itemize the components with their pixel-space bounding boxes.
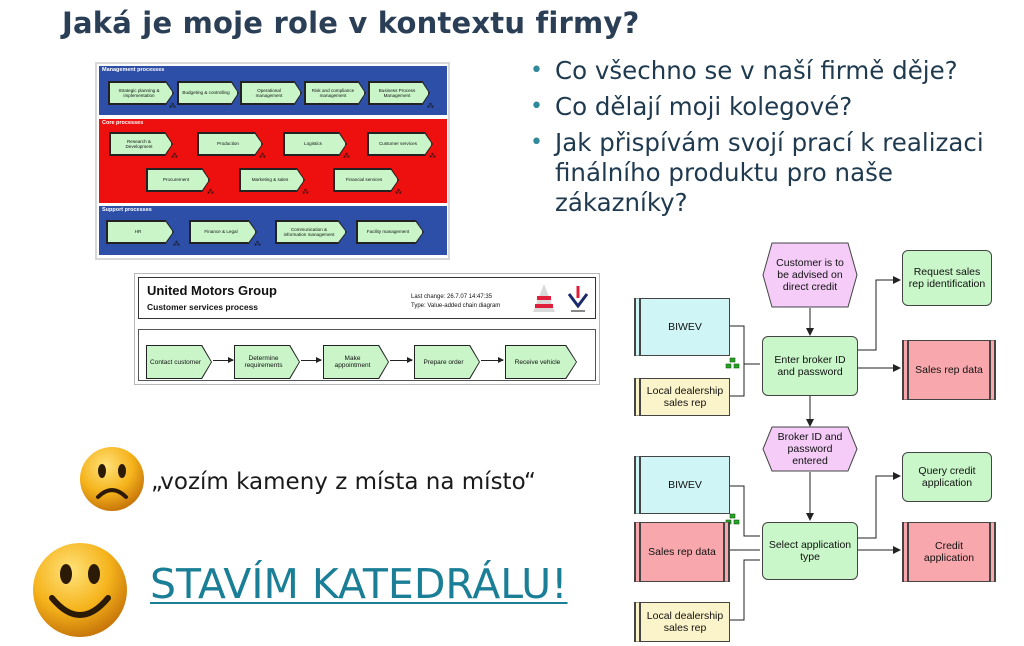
epc-connectors	[725, 276, 901, 621]
process-research-development: Research & Development	[110, 133, 172, 155]
system-biwev: BIWEV	[634, 298, 730, 356]
role-sales-rep-data: Sales rep data	[902, 340, 996, 400]
process-strategic-planning: Strategic planning & implementation	[109, 82, 173, 104]
function-query-credit: Query credit application	[902, 452, 992, 502]
company-logo-icon	[533, 284, 555, 312]
role-credit-application: Credit application	[902, 522, 996, 582]
vacd-step: Contact customer	[147, 346, 211, 378]
bullet-dot-icon: •	[530, 130, 543, 155]
support-band-title: Support processes	[102, 207, 152, 213]
bullet-text: Jak přispívám svojí prací k realizaci fi…	[555, 128, 984, 217]
vacd-step: Make appointment	[324, 346, 388, 378]
vacd-step: Determine requirements	[235, 346, 299, 378]
process-marketing-sales: Marketing & sales	[240, 169, 304, 191]
bullet-item: • Co dělají moji kolegové?	[530, 92, 1020, 122]
bullet-item: • Co všechno se v naší firmě děje?	[530, 56, 1020, 86]
event-customer-advised: Customer is to be advised on direct cred…	[776, 257, 844, 293]
assignment-icon: ⁂	[169, 103, 176, 110]
value-added-chain-diagram: United Motors Group Customer services pr…	[134, 273, 600, 385]
event-shape	[762, 426, 858, 472]
last-change-text: Last change: 26.7.07 14:47:35	[411, 294, 493, 300]
bullet-dot-icon: •	[530, 58, 543, 83]
process-production: Production	[198, 133, 262, 155]
process-customer-services: Customer services	[368, 133, 432, 155]
sad-face-icon	[80, 447, 144, 511]
system-biwev-2: BIWEV	[634, 456, 730, 514]
happy-face-icon	[33, 543, 127, 637]
vacd-header: United Motors Group Customer services pr…	[138, 277, 596, 319]
vacd-lane: Contact customer Determine requirements …	[138, 329, 596, 381]
document-local-dealership: Local dealership sales rep	[634, 378, 730, 416]
process-name: Customer services process	[147, 302, 259, 312]
process-procurement: Procurement	[147, 169, 209, 191]
role-sales-rep-data-2: Sales rep data	[634, 522, 730, 582]
process-hr: HR	[107, 221, 173, 243]
assignment-icon: ⁂	[254, 241, 261, 248]
diagram-type-text: Type: Value-added chain diagram	[411, 303, 501, 309]
brand-logo-icon	[567, 286, 589, 312]
function-select-application-type: Select application type	[762, 522, 858, 580]
process-finance-legal: Finance & Legal	[190, 221, 256, 243]
bullet-dot-icon: •	[530, 94, 543, 119]
assignment-icon: ⁂	[259, 153, 266, 160]
event-broker-id-entered: Broker ID and password entered	[777, 431, 843, 467]
function-request-sales-rep: Request sales rep identification	[902, 250, 992, 306]
vacd-step: Prepare order	[415, 346, 479, 378]
bullet-item: • Jak přispívám svojí prací k realizaci f…	[530, 128, 1020, 218]
epc-diagram: Customer is to be advised on direct cred…	[620, 240, 1020, 645]
process-facility-management: Facility management	[357, 221, 423, 243]
process-logistics: Logistics	[284, 133, 346, 155]
assignment-icon: ⁂	[429, 153, 436, 160]
company-name: United Motors Group	[147, 283, 277, 298]
process-landscape-diagram: Management processes Core processes Supp…	[95, 62, 450, 260]
document-local-dealership-2: Local dealership sales rep	[634, 602, 730, 642]
assignment-icon: ⁂	[302, 189, 309, 196]
process-operational-management: Operational management	[241, 82, 301, 104]
process-financial-services: Financial services	[334, 169, 398, 191]
bullet-text: Co dělají moji kolegové?	[555, 92, 853, 121]
quote-text: „vozím kameny z místa na místo“	[151, 469, 536, 495]
process-communication: Communication & information management	[276, 221, 346, 243]
slide-title: Jaká je moje role v kontextu firmy?	[62, 6, 640, 40]
process-risk-compliance: Risk and compliance management	[305, 82, 365, 104]
assignment-icon: ⁂	[343, 153, 350, 160]
cathedral-link[interactable]: STAVÍM KATEDRÁLU!	[150, 560, 568, 608]
assignment-icon: ⁂	[207, 189, 214, 196]
management-band-title: Management processes	[102, 67, 165, 73]
assignment-icon: ⁂	[427, 103, 434, 110]
function-enter-broker-id: Enter broker ID and password	[762, 336, 858, 396]
assignment-icon: ⁂	[173, 241, 180, 248]
assignment-icon: ⁂	[171, 153, 178, 160]
process-budgeting: Budgeting & controlling	[178, 82, 238, 104]
assignment-icon: ⁂	[395, 189, 402, 196]
process-bpm: Business Process Management	[369, 82, 429, 104]
core-band-title: Core processes	[102, 120, 144, 126]
bullet-list: • Co všechno se v naší firmě děje? • Co dě…	[530, 56, 1020, 224]
event-shape	[762, 242, 858, 308]
vacd-step: Receive vehicle	[506, 346, 576, 378]
bullet-text: Co všechno se v naší firmě děje?	[555, 56, 958, 85]
